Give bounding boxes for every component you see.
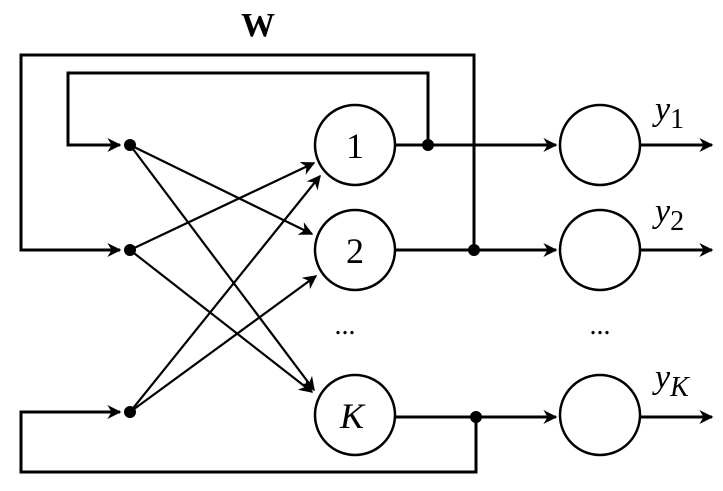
connection-1-k xyxy=(129,144,315,392)
branch-dot-1 xyxy=(422,139,434,151)
connection-k-2 xyxy=(129,275,318,413)
output-label-y1: y1 xyxy=(652,91,684,135)
weight-connections xyxy=(129,144,321,413)
neuron-2: 2 xyxy=(313,208,397,292)
output-label-yk: yK xyxy=(652,359,690,403)
output-unit-1 xyxy=(558,103,642,187)
output-label-y1-base: y xyxy=(652,91,671,128)
output-label-y2-sub: 2 xyxy=(670,206,684,237)
output-label-y2-base: y xyxy=(652,193,671,230)
output-unit-k xyxy=(558,373,642,457)
output-label-y2: y2 xyxy=(652,193,684,237)
branch-dot-2 xyxy=(468,244,480,256)
feedback-line-2 xyxy=(19,53,476,257)
output-label-yk-base: y xyxy=(652,359,671,396)
connection-1-2 xyxy=(129,144,314,235)
neuron-2-label: 2 xyxy=(346,231,364,271)
neuron-k: K xyxy=(313,373,397,457)
neuron-1-label: 1 xyxy=(346,126,364,166)
feedback-line-1 xyxy=(66,71,430,152)
connection-2-k xyxy=(129,249,314,393)
output-ellipsis: ... xyxy=(590,310,611,341)
output-unit-2 xyxy=(558,208,642,292)
output-label-yk-sub: K xyxy=(669,372,690,403)
connection-k-1 xyxy=(129,174,321,413)
connection-2-1 xyxy=(129,162,316,251)
feedback-line-k xyxy=(19,405,478,474)
weight-matrix-label: W xyxy=(241,7,275,44)
branch-dot-k xyxy=(470,411,482,423)
neuron-ellipsis: ... xyxy=(335,310,356,341)
neuron-1: 1 xyxy=(313,103,397,187)
neuron-k-label: K xyxy=(339,396,366,436)
output-label-y1-sub: 1 xyxy=(670,104,684,135)
